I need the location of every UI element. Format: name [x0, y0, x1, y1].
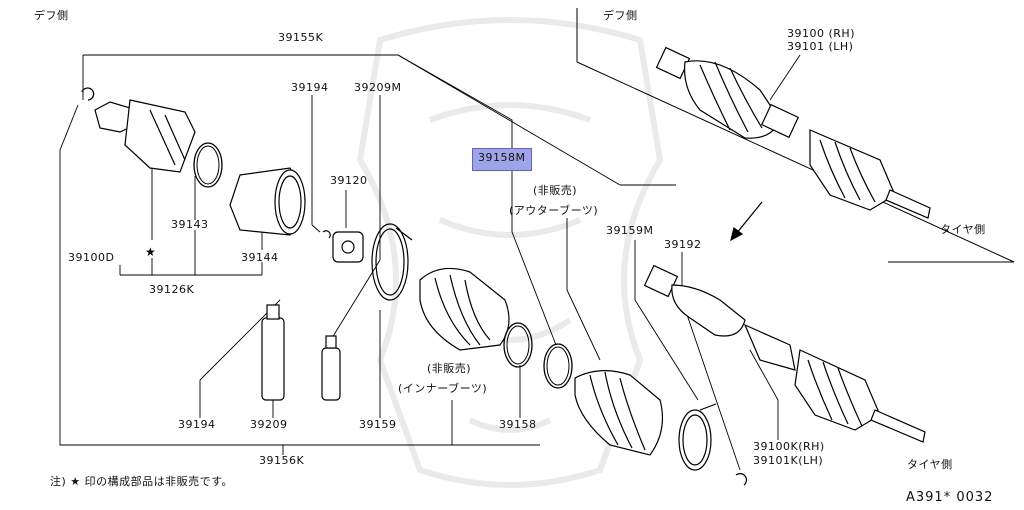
part-39100D[interactable]: 39100D [68, 251, 115, 264]
highlight-box [472, 148, 532, 171]
part-39101K-lh[interactable]: 39101K(LH) [753, 454, 824, 467]
boot-band-39158-small [543, 343, 573, 389]
diagram-code: A391* 0032 [906, 490, 994, 505]
assembly-panel-frame [576, 8, 1015, 263]
inner-boot-note-2: (インナーブーツ) [398, 382, 488, 395]
part-39101-lh[interactable]: 39101 (LH) [787, 40, 854, 53]
ring-39143 [193, 142, 223, 188]
circlip-39192 [735, 473, 747, 486]
label-tire-side-top: タイヤ側 [940, 223, 986, 236]
part-39144[interactable]: 39144 [241, 251, 279, 264]
drive-shaft-assembly-bottom [643, 264, 926, 443]
part-39158[interactable]: 39158 [499, 418, 537, 431]
outer-boot-note-2: (アウターブーツ) [509, 204, 599, 217]
part-39194-top[interactable]: 39194 [291, 81, 329, 94]
boot-band-39158 [503, 322, 533, 368]
watermark-emblem [356, 17, 664, 488]
part-39100K-rh[interactable]: 39100K(RH) [753, 440, 825, 453]
part-39120[interactable]: 39120 [330, 174, 368, 187]
part-39126K[interactable]: 39126K [149, 283, 195, 296]
part-39159M[interactable]: 39159M [606, 224, 654, 237]
boot-band-39159 [371, 223, 413, 301]
inner-boot-note-1: (非販売) [427, 362, 472, 375]
part-39158M-highlighted[interactable]: 39158M [478, 151, 526, 164]
label-tire-side-bottom: タイヤ側 [907, 458, 953, 471]
part-39143[interactable]: 39143 [171, 218, 209, 231]
label-diff-side-left: デフ側 [34, 9, 69, 22]
inner-joint-housing [81, 87, 196, 173]
grease-tube-39209M [321, 335, 341, 401]
part-39100-rh[interactable]: 39100 (RH) [787, 27, 855, 40]
footnote: 注) ★ 印の構成部品は非販売です。 [50, 475, 234, 488]
part-39209[interactable]: 39209 [250, 418, 288, 431]
leader-lines [59, 54, 801, 471]
part-39192[interactable]: 39192 [664, 238, 702, 251]
part-39209M[interactable]: 39209M [354, 81, 402, 94]
direction-arrow [730, 201, 763, 242]
star-marker: ★ [145, 245, 156, 259]
tripod-39120 [322, 230, 364, 263]
part-39155K[interactable]: 39155K [278, 31, 324, 44]
part-39156K[interactable]: 39156K [259, 454, 305, 467]
label-diff-side-right: デフ側 [603, 9, 638, 22]
boot-band-39159M [678, 403, 717, 471]
svg-text:★: ★ [145, 245, 156, 259]
outer-boot [574, 370, 663, 456]
boot-39144 [229, 167, 306, 236]
grease-tube-39209 [261, 304, 285, 401]
outer-boot-note-1: (非販売) [533, 184, 578, 197]
drive-shaft-assembly-top [655, 46, 931, 219]
inner-boot [419, 267, 510, 351]
part-39194-bottom[interactable]: 39194 [178, 418, 216, 431]
part-39159[interactable]: 39159 [359, 418, 397, 431]
